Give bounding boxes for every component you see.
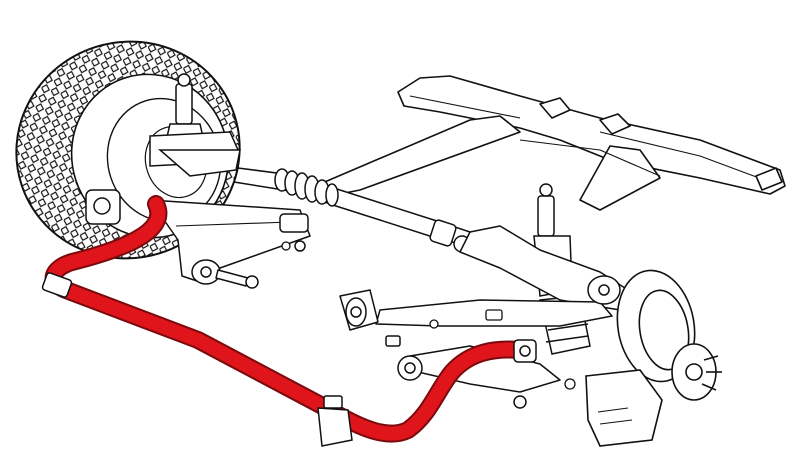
rack-gaiter bbox=[274, 168, 339, 207]
left-strut bbox=[149, 73, 241, 177]
anti-roll-bar bbox=[41, 195, 537, 447]
front-subframe bbox=[319, 75, 786, 211]
anti-roll-bar-clamp-left bbox=[41, 272, 73, 298]
hardware bbox=[281, 241, 576, 390]
anti-roll-bar-clamp-right bbox=[317, 395, 353, 447]
left-lower-control-arm bbox=[85, 189, 311, 289]
brake-assembly bbox=[585, 269, 722, 447]
steering-rack bbox=[233, 167, 471, 253]
anti-roll-bar-end-link bbox=[513, 339, 537, 363]
anti-roll-bar-body bbox=[46, 197, 527, 441]
right-lower-control-arm bbox=[339, 225, 629, 409]
